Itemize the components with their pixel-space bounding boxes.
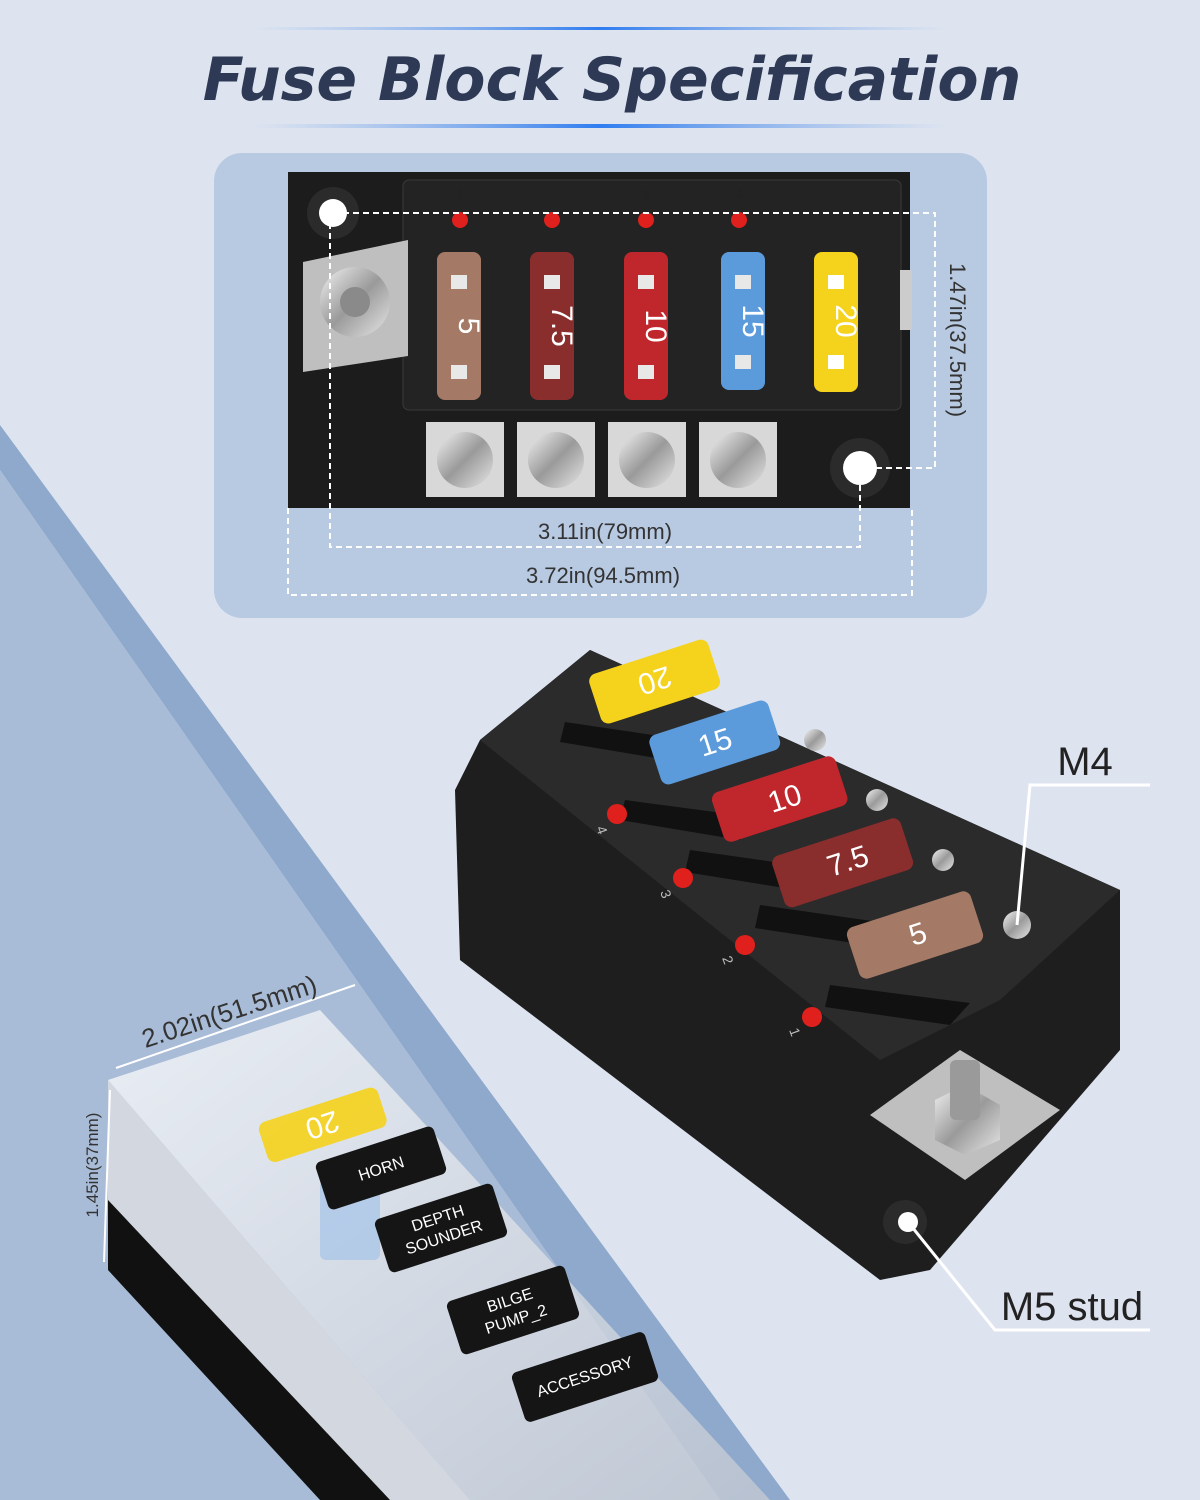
label-tag <box>315 1126 447 1210</box>
overall-length-dim-line <box>287 508 913 596</box>
led-row <box>452 212 747 228</box>
fuse-body <box>437 252 481 400</box>
led-indicator <box>452 212 468 228</box>
angled-view: 20 15 10 7.5 5 4 <box>455 639 1150 1332</box>
hole-spacing-dim-line <box>329 213 861 548</box>
overall-length-dimension: 3.72in(94.5mm) <box>526 563 680 588</box>
cover-height-dim-line <box>103 1089 111 1263</box>
block-base-edge <box>108 1200 390 1500</box>
fuse-rating: 10 <box>639 309 672 342</box>
height-dim-line <box>333 212 936 469</box>
angled-stud-thread <box>950 1060 980 1120</box>
terminal-row <box>426 422 777 497</box>
top-fuse-2: 7.5 <box>530 252 578 400</box>
terminal-screw <box>619 432 675 488</box>
fuse-rating: 5 <box>452 318 485 335</box>
label-horn: HORN <box>315 1126 447 1210</box>
terminal-screw <box>866 789 888 811</box>
fuse-rating: 20 <box>829 304 862 337</box>
m4-leader-line <box>1015 783 1150 926</box>
fuse-body <box>711 756 848 842</box>
fuse-terminal <box>544 365 560 379</box>
label-tag <box>374 1183 508 1273</box>
angled-fuse-10: 10 <box>711 756 848 842</box>
led-indicator <box>607 804 627 824</box>
angled-fuse-5: 5 <box>846 891 984 979</box>
angled-fuse-15: 15 <box>649 700 781 785</box>
fuse-terminal <box>828 355 844 369</box>
side-clip <box>900 270 912 330</box>
fuse-body <box>530 252 574 400</box>
cover-view: 20 HORN DEPTH SOUNDER BILGE PUMP_2 ACCES… <box>83 969 770 1500</box>
top-fuse-3: 10 <box>624 252 672 400</box>
angled-fuse-20: 20 <box>589 639 720 724</box>
fuse-body <box>589 639 720 724</box>
dimension-lines <box>287 212 936 596</box>
fuse-terminal <box>638 365 654 379</box>
fuse-body <box>772 818 914 908</box>
fuse-terminal <box>451 275 467 289</box>
fuse-terminal <box>638 275 654 289</box>
m4-callout: M4 <box>1057 740 1113 784</box>
angled-fuse-7-5: 7.5 <box>772 818 914 908</box>
terminal-screw <box>932 849 954 871</box>
title-line-bottom <box>250 124 950 128</box>
slot-number-3: 3 <box>642 186 650 203</box>
fuse-body <box>846 891 984 979</box>
terminal-screw <box>804 729 826 751</box>
angled-fuses: 20 15 10 7.5 5 <box>589 639 984 979</box>
slot-opening <box>825 985 970 1025</box>
terminal-screw <box>437 432 493 488</box>
label-tag <box>511 1332 659 1422</box>
fuse-rating: 15 <box>736 304 769 337</box>
top-fuses: 5 7.5 10 15 <box>437 252 862 400</box>
height-dimension: 1.47in(37.5mm) <box>945 263 970 417</box>
hole-spacing-dimension: 3.11in(79mm) <box>538 519 672 544</box>
fuse-terminal <box>735 275 751 289</box>
top-fuse-4: 15 <box>721 252 769 390</box>
cover-side <box>108 1080 470 1500</box>
led-indicator <box>673 868 693 888</box>
main-stud-thread <box>340 287 370 317</box>
cover-height-dimension: 1.45in(37mm) <box>83 1113 102 1218</box>
slot-number-1: 1 <box>456 186 464 203</box>
top-view: 1 2 3 4 5 7.5 <box>214 153 987 618</box>
terminal-screw <box>528 432 584 488</box>
led-indicator <box>544 212 560 228</box>
fuse-body <box>258 1087 387 1163</box>
title-line-top <box>250 27 950 30</box>
cover-fuse-20: 20 <box>258 1087 387 1163</box>
fuse-rating: 7.5 <box>545 305 578 347</box>
slot-number-2: 2 <box>548 186 556 203</box>
fuse-body <box>649 700 781 785</box>
label-tag <box>446 1265 580 1355</box>
fuse-terminal <box>828 275 844 289</box>
label-accessory: ACCESSORY <box>511 1332 659 1422</box>
title-group: Fuse Block Specification <box>203 27 1022 128</box>
fuse-body <box>814 252 858 392</box>
fuse-terminal <box>451 365 467 379</box>
fuse-terminal <box>544 275 560 289</box>
diagonal-band <box>0 425 790 1500</box>
page-title: Fuse Block Specification <box>203 45 1022 115</box>
fuse-body <box>624 252 668 400</box>
terminal-screw <box>710 432 766 488</box>
top-fuse-1: 5 <box>437 252 485 400</box>
led-indicator <box>638 212 654 228</box>
cover-width-dim-line <box>115 984 356 1069</box>
slot-number-4: 4 <box>735 186 743 203</box>
fuse-body <box>721 252 765 390</box>
fuse-terminal <box>735 355 751 369</box>
led-indicator <box>731 212 747 228</box>
top-fuse-5: 20 <box>814 252 862 392</box>
m5-callout: M5 stud <box>1001 1285 1143 1329</box>
slot-number-row: 1 2 3 4 <box>456 186 743 203</box>
led-indicator <box>735 935 755 955</box>
m5-leader-line <box>906 1221 1150 1332</box>
led-indicator <box>802 1007 822 1027</box>
